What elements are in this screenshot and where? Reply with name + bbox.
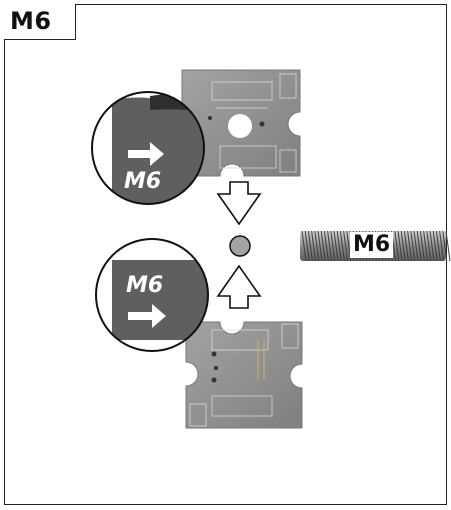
arrow-right-icon (128, 304, 166, 328)
threaded-rod-label: M6 (350, 232, 394, 258)
diagram-frame (4, 4, 447, 505)
upper-magnified-callout: M6 (91, 91, 205, 205)
arrow-right-icon (128, 142, 164, 166)
size-tag-label: M6 (10, 7, 52, 35)
rod-cross-section (229, 235, 251, 257)
arrow-up-outline-icon (216, 264, 262, 309)
upper-callout-label: M6 (124, 169, 161, 194)
arrow-down-outline-icon (216, 181, 262, 226)
upper-die-plate (181, 69, 301, 177)
lower-die-plate (185, 321, 303, 429)
size-tag: M6 (4, 4, 76, 40)
lower-callout-label: M6 (126, 273, 163, 298)
lower-magnified-callout: M6 (95, 238, 209, 352)
